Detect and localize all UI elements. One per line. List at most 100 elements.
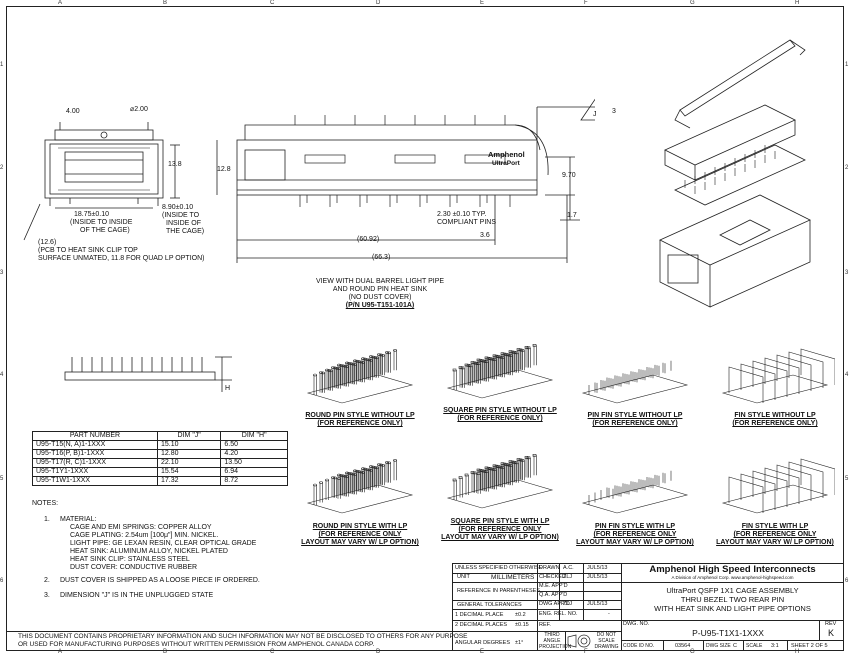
tb-dwg-appd-date: JUL5/13 bbox=[587, 601, 608, 607]
part-number-cell: U95-T1W1-1XXX bbox=[32, 476, 158, 486]
tb-ang-val: ±1° bbox=[515, 640, 524, 646]
note-2-line-1: DUST COVER IS SHIPPED AS A LOOSE PIECE I… bbox=[60, 577, 260, 584]
heatsink-caption-6-line-2: (FOR REFERENCE ONLY bbox=[458, 526, 542, 533]
dim-18-75-note2: OF THE CAGE) bbox=[80, 227, 130, 234]
note-1-line-5: HEAT SINK: ALUMINUM ALLOY, NICKEL PLATED bbox=[70, 548, 228, 555]
zone-row-3-left: 3 bbox=[0, 270, 4, 276]
zone-row-4-right: 4 bbox=[845, 372, 849, 378]
dim-12-6: (12.6) bbox=[38, 239, 57, 246]
side-view-caption-3: (NO DUST COVER) bbox=[348, 294, 412, 301]
side-view-caption-1: VIEW WITH DUAL BARREL LIGHT PIPE bbox=[315, 278, 445, 285]
part-number-cell: U95-T1Y1-1XXX bbox=[32, 467, 158, 477]
tb-size-label: DWG SIZE bbox=[706, 643, 731, 649]
note-1-line-7: DUST COVER: CONDUCTIVE RUBBER bbox=[70, 564, 198, 571]
part-number-cell: U95-T15(N, A)1-1XXX bbox=[32, 440, 158, 450]
zone-col-g-bottom: G bbox=[690, 649, 695, 655]
dim-3-6: 3.6 bbox=[480, 232, 490, 239]
dim-8-90: 8.90±0.10 bbox=[162, 204, 194, 211]
tb-title-1: UltraPort QSFP 1X1 CAGE ASSEMBLY bbox=[666, 586, 799, 595]
heatsink-caption-5-line-1: ROUND PIN STYLE WITH LP bbox=[312, 523, 408, 530]
tb-unit-value: MILLIMETERS bbox=[491, 574, 535, 581]
note-1-line-3: CAGE PLATING: 2.54um [100μ"] MIN. NICKEL… bbox=[70, 532, 219, 539]
zone-row-3-right: 3 bbox=[845, 270, 849, 276]
zone-row-1-right: 1 bbox=[845, 62, 849, 68]
heatsink-round-without-lp-drawing bbox=[306, 348, 414, 404]
dim-h-cell: 6.94 bbox=[220, 467, 288, 477]
zone-row-2-left: 2 bbox=[0, 165, 4, 171]
dim-h-cell: 6.50 bbox=[220, 440, 288, 450]
heatsink-caption-5-line-2: (FOR REFERENCE ONLY bbox=[318, 531, 402, 538]
heatsink-pinfin-without-lp-drawing bbox=[581, 360, 689, 404]
drawing-frame bbox=[6, 6, 844, 651]
side-view-drawing bbox=[216, 98, 595, 263]
dim-h-cell: 4.20 bbox=[220, 449, 288, 459]
tb-checked-date: JUL5/13 bbox=[587, 574, 608, 580]
tb-dwg-no-label: DWG. NO. bbox=[623, 621, 650, 627]
dim-8-90-note3: THE CAGE) bbox=[166, 228, 205, 235]
heatsink-caption-4-line-1: FIN STYLE WITHOUT LP bbox=[734, 412, 816, 419]
zone-col-b-bottom: B bbox=[163, 649, 168, 655]
tb-division: A Division of Amphenol Corp. www.ampheno… bbox=[671, 575, 794, 580]
dim-1-7: 1.7 bbox=[567, 212, 577, 219]
note-1-num: 1. bbox=[44, 516, 50, 523]
note-3-line-1: DIMENSION "J" IS IN THE UNPLUGGED STATE bbox=[60, 592, 214, 599]
heatsink-fin-with-lp-drawing bbox=[721, 458, 835, 514]
tb-gen-tol: GENERAL TOLERANCES bbox=[457, 602, 522, 608]
heatsink-caption-7-line-2: (FOR REFERENCE ONLY bbox=[593, 531, 677, 538]
zone-row-5-left: 5 bbox=[0, 476, 4, 482]
zone-col-e-bottom: E bbox=[480, 649, 485, 655]
tb-drawn: DRAWN bbox=[539, 565, 560, 571]
part-number-cell: U95-T16(P, B)1-1XXX bbox=[32, 449, 158, 459]
title-block: UNLESS SPECIFIED OTHERWISE UNIT MILLIMET… bbox=[452, 563, 844, 651]
disclaimer-divider bbox=[6, 631, 452, 632]
dim-60-92: (60.92) bbox=[357, 236, 380, 243]
heatsink-pinfin-with-lp-drawing bbox=[581, 470, 689, 514]
tb-code: 03564 bbox=[675, 643, 691, 649]
col-header-dim-h: DIM "H" bbox=[220, 431, 288, 441]
heatsink-caption-8-line-3: LAYOUT MAY VARY W/ LP OPTION) bbox=[716, 539, 834, 546]
heatsink-side-profile bbox=[64, 356, 232, 392]
tb-dwg-appd: DWG APP'D bbox=[539, 601, 570, 607]
note-2-num: 2. bbox=[44, 577, 50, 584]
dim-j-cell: 17.32 bbox=[156, 476, 222, 486]
tb-no-scale: DO NOT SCALE DRAWING bbox=[594, 632, 619, 650]
zone-col-a-bottom: A bbox=[58, 649, 63, 655]
tb-eng-rel: ENG. REL. NO. bbox=[539, 611, 578, 617]
dim-h-cell: 8.72 bbox=[220, 476, 288, 486]
note-1-line-4: LIGHT PIPE: GE LEXAN RESIN, CLEAR OPTICA… bbox=[70, 540, 257, 547]
tb-scale: 3:1 bbox=[771, 643, 779, 649]
heatsink-caption-8-line-1: FIN STYLE WITH LP bbox=[741, 523, 809, 530]
heatsink-caption-5-line-3: LAYOUT MAY VARY W/ LP OPTION) bbox=[301, 539, 419, 546]
tb-eng-rel-val: - bbox=[608, 611, 610, 617]
tb-dec1: 1 DECIMAL PLACE bbox=[455, 612, 504, 618]
tb-code-label: CODE ID NO. bbox=[623, 643, 655, 649]
dim-12-6-note1: (PCB TO HEAT SINK CLIP TOP bbox=[38, 247, 138, 254]
heatsink-caption-7-line-1: PIN FIN STYLE WITH LP bbox=[594, 523, 676, 530]
dim-j-cell: 15.54 bbox=[156, 467, 222, 477]
side-view-caption-2: AND ROUND PIN HEAT SINK bbox=[332, 286, 428, 293]
tb-third-angle: THIRD ANGLE PROJECTION bbox=[539, 632, 572, 650]
tb-unless: UNLESS SPECIFIED OTHERWISE bbox=[455, 565, 543, 571]
heatsink-caption-4-line-2: (FOR REFERENCE ONLY) bbox=[732, 420, 818, 427]
tb-checked-by: ZLJ bbox=[563, 574, 573, 580]
zone-row-1-left: 1 bbox=[0, 62, 4, 68]
heatsink-caption-2-line-1: SQUARE PIN STYLE WITHOUT LP bbox=[443, 407, 557, 414]
dim-13-8: 13.8 bbox=[168, 161, 182, 168]
heatsink-caption-8-line-2: (FOR REFERENCE ONLY bbox=[733, 531, 817, 538]
tb-title-2: THRU BEZEL TWO REAR PIN bbox=[680, 595, 785, 604]
dim-66-3: (66.3) bbox=[372, 254, 391, 261]
heatsink-round-with-lp-drawing bbox=[306, 458, 414, 514]
heatsink-square-without-lp-drawing bbox=[446, 343, 554, 399]
col-header-part-number: PART NUMBER bbox=[32, 431, 158, 441]
note-flag-3: 3 bbox=[612, 108, 616, 115]
exploded-isometric-view bbox=[659, 39, 811, 308]
zone-col-e-top: E bbox=[480, 0, 485, 6]
col-header-dim-j: DIM "J" bbox=[156, 431, 222, 441]
tb-rev: K bbox=[828, 628, 835, 638]
hole-dim: ⌀2.00 bbox=[130, 106, 148, 113]
